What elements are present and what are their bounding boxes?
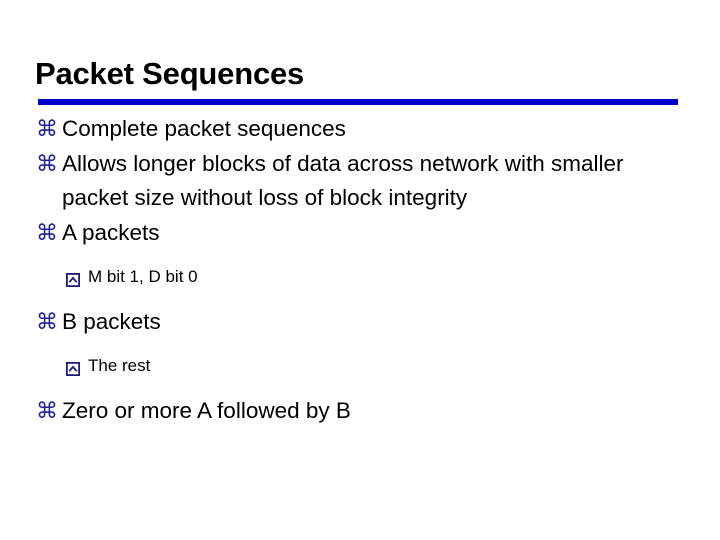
spacer	[36, 340, 692, 346]
list-item: ⌘ Zero or more A followed by B	[36, 394, 692, 428]
command-place-of-interest-glyph-icon: ⌘	[36, 220, 58, 245]
list-item-label: A packets	[62, 220, 160, 245]
list-item: M bit 1, D bit 0	[66, 264, 692, 290]
list-item: ⌘ Allows longer blocks of data across ne…	[36, 147, 692, 215]
list-item: The rest	[66, 353, 692, 379]
list-item: ⌘ A packets	[36, 216, 692, 250]
chevron-box-icon	[66, 264, 88, 290]
list-item-label: B packets	[62, 309, 161, 334]
command-place-of-interest-glyph-icon: ⌘	[36, 398, 58, 423]
title-underline-rule	[38, 99, 678, 105]
command-place-of-interest-glyph-icon: ⌘	[36, 151, 58, 176]
list-item-label: Zero or more A followed by B	[62, 398, 351, 423]
list-item-label: Complete packet sequences	[62, 116, 346, 141]
command-place-of-interest-glyph-icon: ⌘	[36, 309, 58, 334]
slide-body: ⌘ Complete packet sequences ⌘ Allows lon…	[36, 112, 692, 429]
list-item: ⌘ Complete packet sequences	[36, 112, 692, 146]
page-title: Packet Sequences	[35, 56, 305, 91]
chevron-box-icon	[66, 353, 88, 379]
list-item-label: The rest	[88, 356, 151, 375]
list-item-label: Allows longer blocks of data across netw…	[62, 151, 624, 210]
spacer	[36, 251, 692, 257]
list-item: ⌘ B packets	[36, 305, 692, 339]
list-item-label: M bit 1, D bit 0	[88, 267, 198, 286]
command-place-of-interest-glyph-icon: ⌘	[36, 116, 58, 141]
